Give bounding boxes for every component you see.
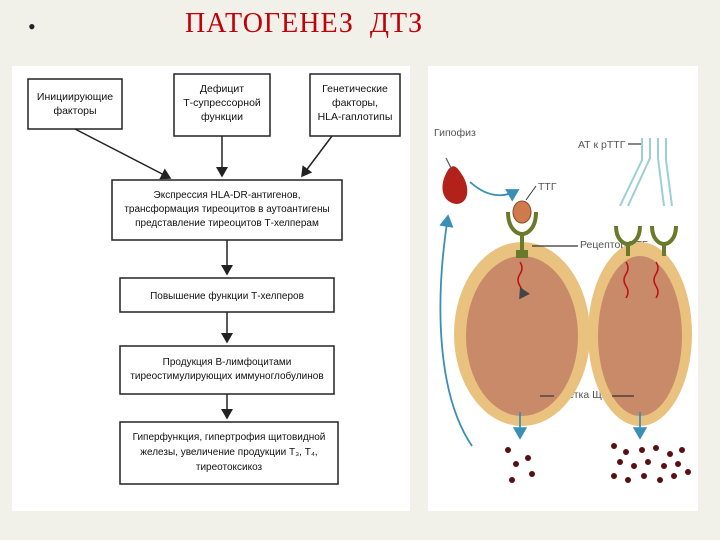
b-lymphocyte-line-1: Продукция В-лимфоцитами xyxy=(163,356,292,368)
pathogenesis-flowchart-panel: Инициирующие факторы Дефицит Т-супрессор… xyxy=(12,66,410,511)
tsh-label-pointer xyxy=(525,185,537,201)
genetic-factors-line-1: Генетические xyxy=(322,83,388,95)
initiating-factors-line-1: Инициирующие xyxy=(37,91,113,103)
hla-expression-line-1: Экспрессия HLA-DR-антигенов, xyxy=(154,190,301,201)
pituitary-label: Гипофиз xyxy=(434,127,476,139)
initiating-factors-box xyxy=(27,78,123,130)
hormone-dots-left xyxy=(505,447,535,483)
tsh-receptor-left-base xyxy=(516,250,528,258)
title-bullet: • xyxy=(28,14,36,39)
hyperfunction-line-2: железы, увеличение продукции Т₃, Т₄, xyxy=(140,447,317,458)
tsh-release-arrow xyxy=(469,181,520,202)
tsh-molecule xyxy=(512,200,532,224)
t-helper-line-1: Повышение функции Т-хелперов xyxy=(150,290,304,302)
thyroid-cell-right-cytoplasm xyxy=(598,256,682,416)
t-suppressor-deficit-box xyxy=(173,73,271,137)
antibody-label: АТ к рТТГ xyxy=(578,139,626,151)
genetic-factors-box xyxy=(309,73,401,137)
b-lymphocyte-box xyxy=(119,345,335,395)
t-suppressor-line-2: Т-супрессорной xyxy=(183,97,261,109)
hla-expression-line-2: трансформация тиреоцитов в аутоантигены xyxy=(124,203,329,215)
t-suppressor-line-1: Дефицит xyxy=(200,83,244,95)
cell-diagram-svg: Гипофиз АТ к рТТГ ТТГ Рецептор ТТГ Клетк… xyxy=(434,127,692,483)
slide-title: ПАТОГЕНЕЗ ДТЗ xyxy=(185,8,424,39)
feedback-arrow xyxy=(439,214,473,447)
signal-squiggle-left xyxy=(517,261,530,300)
tsh-receptor-right-b xyxy=(650,225,678,247)
flowchart-svg: Инициирующие факторы Дефицит Т-супрессор… xyxy=(27,73,401,485)
t-suppressor-line-3: функции xyxy=(201,111,243,123)
b-lymphocyte-line-2: тиреостимулирующих иммуноглобулинов xyxy=(130,370,323,382)
tsh-receptor-antibody xyxy=(619,138,673,207)
thyroid-cell-left-cytoplasm xyxy=(466,256,578,416)
arrow-genetic-to-expression xyxy=(301,135,333,178)
arrow-initiating-to-expression xyxy=(74,128,172,180)
pituitary-stalk xyxy=(445,157,453,171)
thyroid-cell-diagram-panel: Гипофиз АТ к рТТГ ТТГ Рецептор ТТГ Клетк… xyxy=(428,66,698,511)
initiating-factors-line-2: факторы xyxy=(53,105,96,117)
t-helper-box xyxy=(119,277,335,313)
hyperfunction-line-3: тиреотоксикоз xyxy=(196,462,263,473)
hormone-dots-right xyxy=(611,443,691,483)
genetic-factors-line-2: факторы, xyxy=(332,97,378,109)
tsh-label: ТТГ xyxy=(538,181,557,193)
signal-squiggle-right-b xyxy=(653,261,659,299)
hla-expression-line-3: представление тиреоцитов Т-хелперам xyxy=(135,218,319,229)
genetic-factors-line-3: HLA-гаплотипы xyxy=(318,111,393,123)
hyperfunction-line-1: Гиперфункция, гипертрофия щитовидной xyxy=(133,431,326,443)
pituitary-gland xyxy=(442,166,468,204)
signal-squiggle-right-a xyxy=(623,261,629,299)
hyperfunction-box xyxy=(119,421,339,485)
